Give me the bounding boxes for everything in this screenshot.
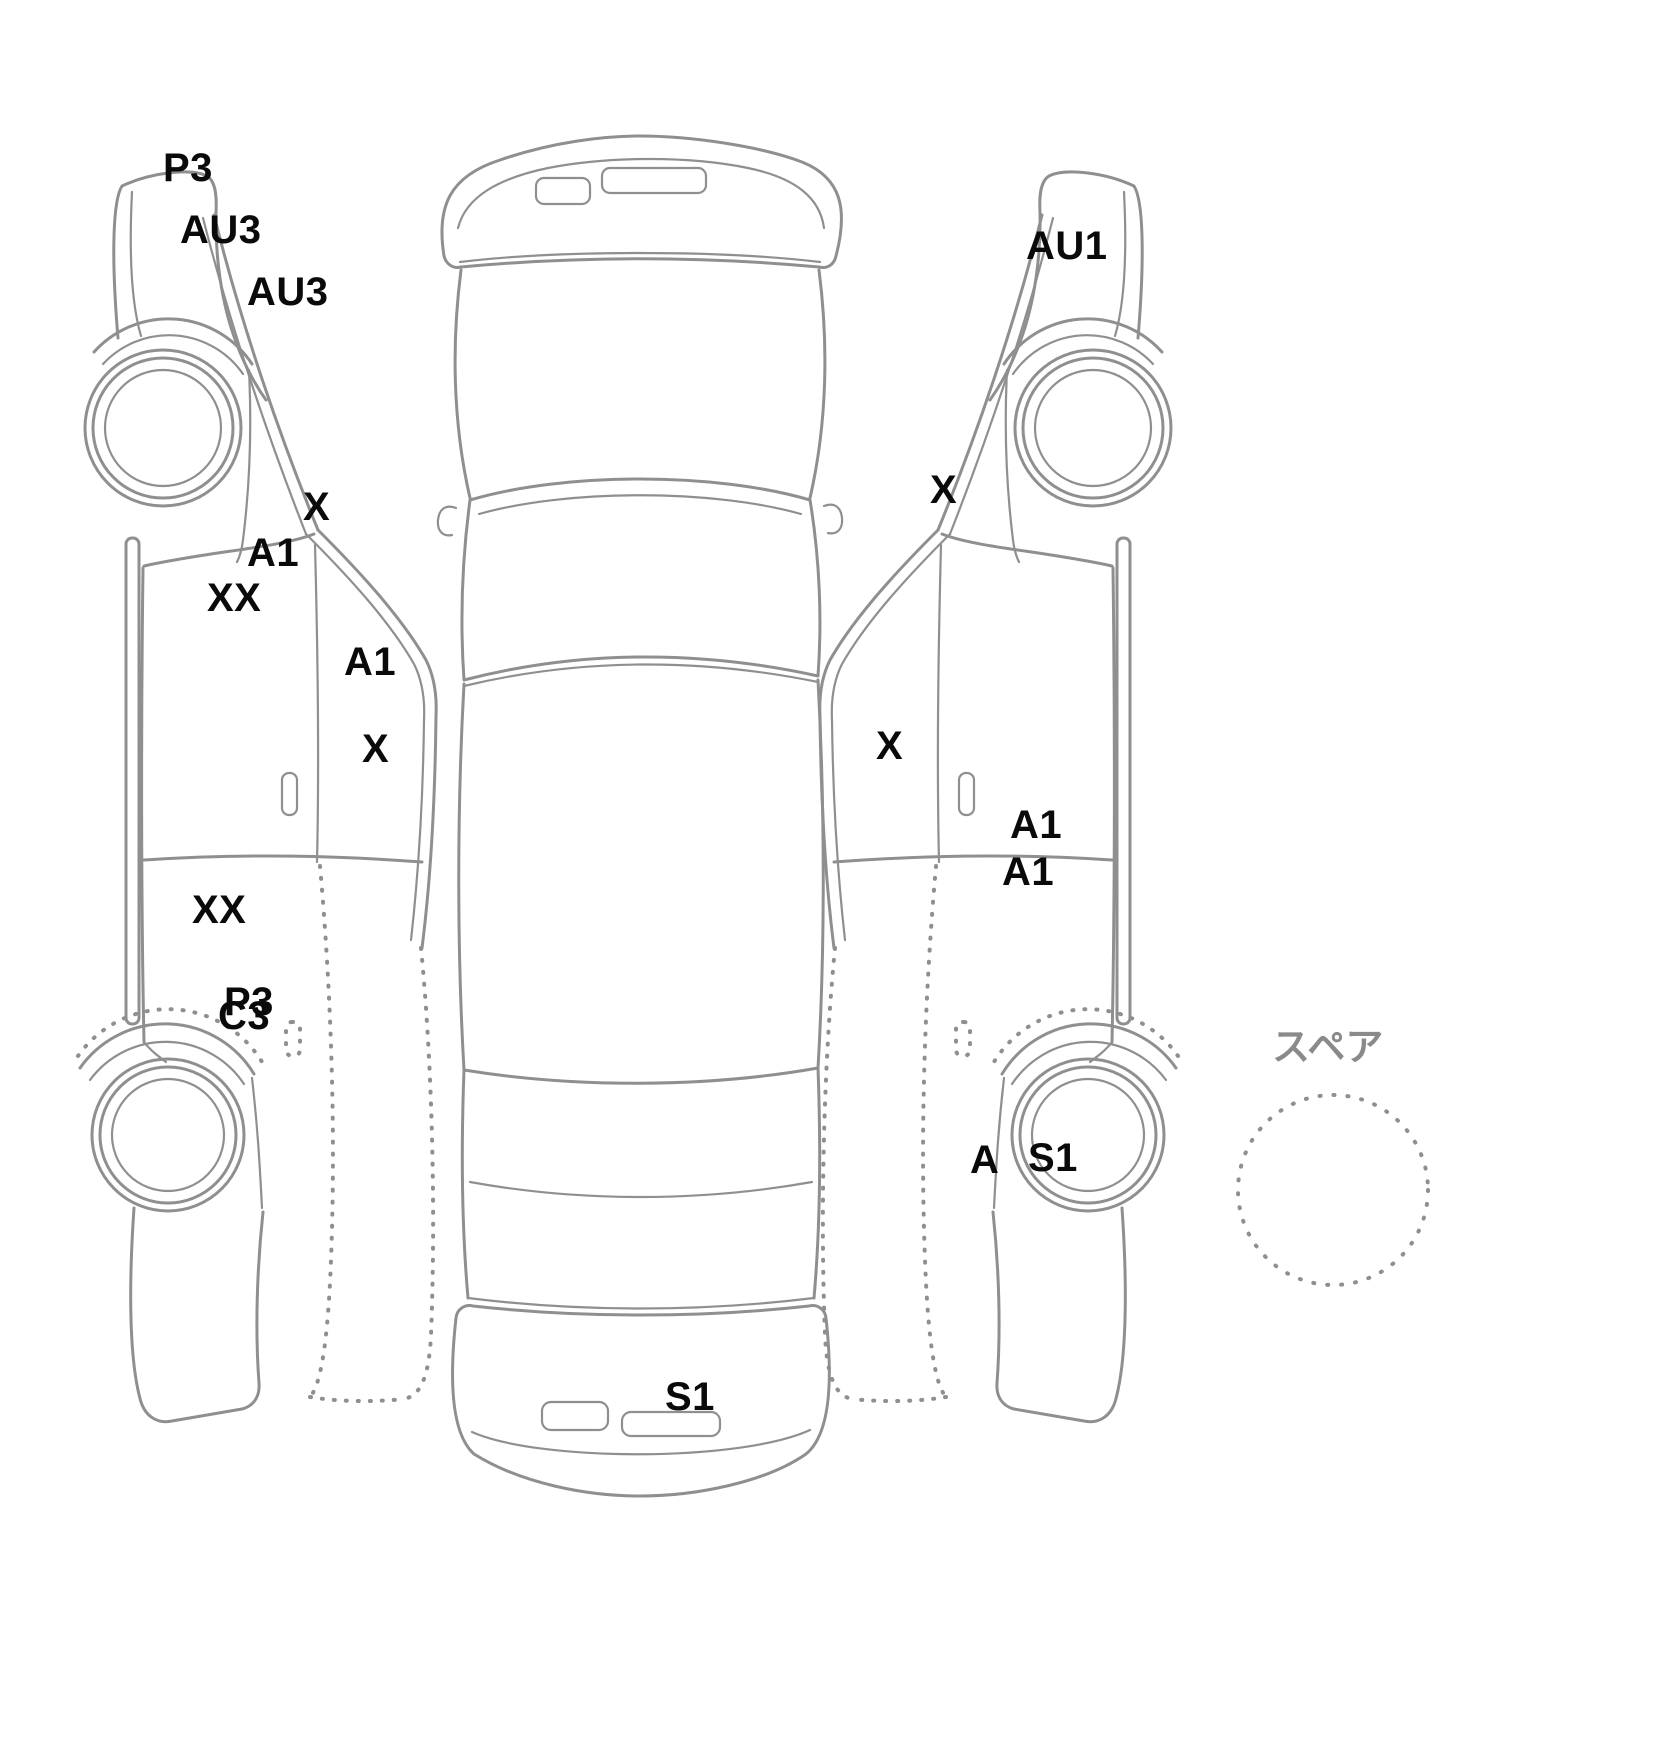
trunk-rear-edge (466, 1296, 816, 1310)
left-hidden-line-1 (308, 864, 335, 1399)
trunk-side-right (812, 1066, 822, 1300)
left-rear-bumper-outline (129, 1206, 265, 1424)
rear-plate-mark-large (620, 1410, 722, 1438)
damage-code-left-front-fender-upper: AU3 (180, 208, 262, 252)
right-mirror (822, 503, 844, 535)
left-rear-wheel-arch-outer (78, 1022, 256, 1076)
left-rear-tire-outer (90, 1057, 246, 1213)
rear-window-bottom (468, 1180, 814, 1199)
right-side-view (817, 169, 1180, 1424)
left-hidden-line-2 (402, 946, 436, 1401)
front-bumper-outline (440, 134, 843, 269)
windshield-outline (460, 477, 822, 682)
damage-code-right-rear-wheel-area: S1 (1028, 1136, 1078, 1180)
left-front-tire-outer (83, 348, 243, 508)
damage-code-right-a-pillar: X (930, 468, 958, 512)
rear-bumper-outline (451, 1304, 831, 1498)
front-bumper-seam (456, 157, 826, 230)
hood-leading-edge (458, 251, 822, 264)
left-rear-tire-inner (98, 1065, 238, 1205)
trunk-side-left (460, 1068, 470, 1300)
damage-code-left-front-door-lower: X (362, 727, 390, 771)
left-front-fender-seam (129, 190, 143, 338)
rear-window-top (462, 1066, 820, 1085)
damage-code-left-front-fender-lower: AU3 (247, 270, 329, 314)
left-rear-rim (110, 1077, 226, 1193)
spare-tire-label: スペア (1272, 1025, 1384, 1069)
left-front-rim (103, 368, 223, 488)
damage-code-rear-bumper-center: S1 (665, 1375, 715, 1419)
damage-code-right-rear-door-upper: A1 (1010, 803, 1063, 847)
left-door-divider (313, 543, 320, 864)
damage-code-right-front-fender: AU1 (1026, 224, 1108, 268)
left-hidden-line-3 (308, 1395, 406, 1404)
rear-plate-mark-small (540, 1400, 610, 1432)
left-door-handle (280, 771, 299, 817)
left-mirror (436, 505, 458, 537)
spare-tire (1236, 1093, 1430, 1287)
left-roof-edge-outer (316, 528, 438, 950)
left-front-wheel-arch-outer (92, 317, 254, 366)
damage-code-left-front-door-upper: A1 (247, 531, 300, 575)
damage-code-left-rear-quarter-overlap-1: P3 (224, 980, 274, 1024)
spare-tire-circle (1236, 1093, 1430, 1287)
roof-side-left (457, 682, 466, 1072)
left-roof-edge-inner (304, 532, 426, 942)
front-plate-mark-small (534, 176, 592, 206)
windshield-inner-line (477, 494, 803, 516)
left-rear-fender-edge (250, 1076, 264, 1210)
left-front-tire-inner (91, 356, 235, 500)
roof-side-right (816, 678, 825, 1070)
front-plate-mark-large (600, 166, 708, 195)
hood-side-right (808, 268, 827, 500)
left-rear-wheel-arch-inner (88, 1040, 246, 1086)
left-a-pillar-line-outer (212, 213, 320, 532)
damage-code-right-front-door: X (876, 724, 904, 768)
left-beltline (142, 532, 316, 568)
hood-side-left (453, 268, 472, 500)
damage-code-left-rear-door: XX (192, 888, 247, 932)
top-view (436, 134, 844, 1498)
left-front-fender-rear-edge (235, 368, 252, 564)
left-hidden-arch (76, 1007, 264, 1064)
left-hidden-handle (284, 1020, 302, 1058)
left-side-view (76, 170, 438, 1424)
left-door-bottom-line (142, 854, 424, 864)
damage-code-left-front-door: XX (207, 576, 262, 620)
damage-code-left-front-bumper: P3 (163, 146, 213, 190)
left-front-wheel-arch-inner (101, 334, 245, 376)
damage-code-left-a-pillar: X (303, 485, 331, 529)
damage-code-left-rear-quarter-overlap-2: C3 (218, 994, 271, 1038)
left-front-fender-outline (112, 170, 268, 402)
damage-code-right-rear-door-lower: A1 (1002, 850, 1055, 894)
roof-front-line (462, 663, 820, 688)
damage-code-right-rear-quarter: A (970, 1138, 1000, 1182)
left-rocker-strip (124, 536, 141, 1026)
rear-bumper-seam (470, 1428, 812, 1456)
damage-code-left-front-door-window: A1 (344, 640, 397, 684)
left-body-lower-edge (140, 566, 146, 1044)
